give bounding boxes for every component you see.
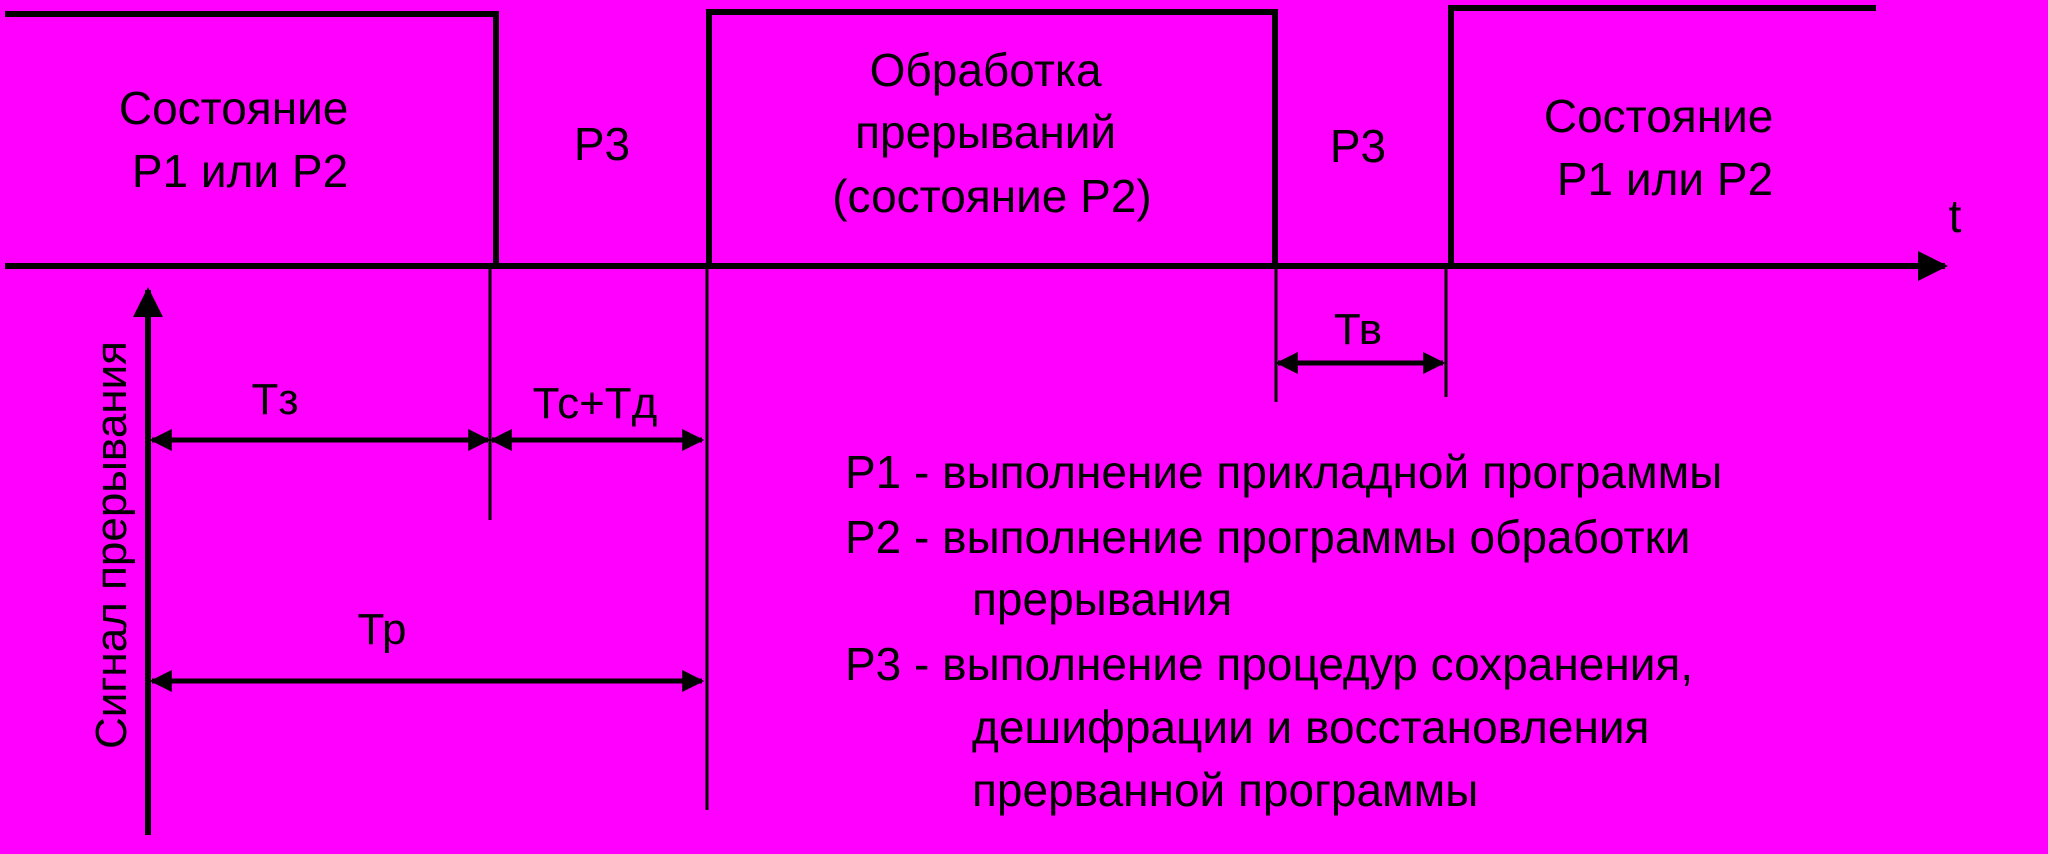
interval-tz-label: Тз xyxy=(251,375,298,424)
state-label-1: Состояние Р1 или Р2 xyxy=(119,82,361,197)
legend-p2-line1: Р2 - выполнение программы обработки xyxy=(845,511,1690,563)
legend-p1: Р1 - выполнение прикладной программы xyxy=(845,446,1722,498)
legend-p3-line3: прерванной программы xyxy=(972,764,1478,816)
state-label-4: Р3 xyxy=(1330,120,1386,172)
interval-tr-label: Тр xyxy=(358,605,407,654)
state-label-5: Состояние Р1 или Р2 xyxy=(1544,90,1786,205)
legend: Р1 - выполнение прикладной программы Р2 … xyxy=(845,446,1722,816)
state-waveform xyxy=(5,5,1876,269)
time-axis-label: t xyxy=(1949,190,1962,242)
interrupt-signal-label: Сигнал прерывания xyxy=(87,341,136,749)
state-label-3: Обработка прерываний (состояние Р2) xyxy=(832,44,1152,222)
interval-tctd-label: Тс+Тд xyxy=(533,379,658,428)
state-label-2: Р3 xyxy=(574,118,630,170)
legend-p3-line1: Р3 - выполнение процедур сохранения, xyxy=(845,638,1693,690)
interval-tv-label: Тв xyxy=(1334,305,1382,354)
legend-p2-line2: прерывания xyxy=(972,573,1232,625)
legend-p3-line2: дешифрации и восстановления xyxy=(972,701,1649,753)
